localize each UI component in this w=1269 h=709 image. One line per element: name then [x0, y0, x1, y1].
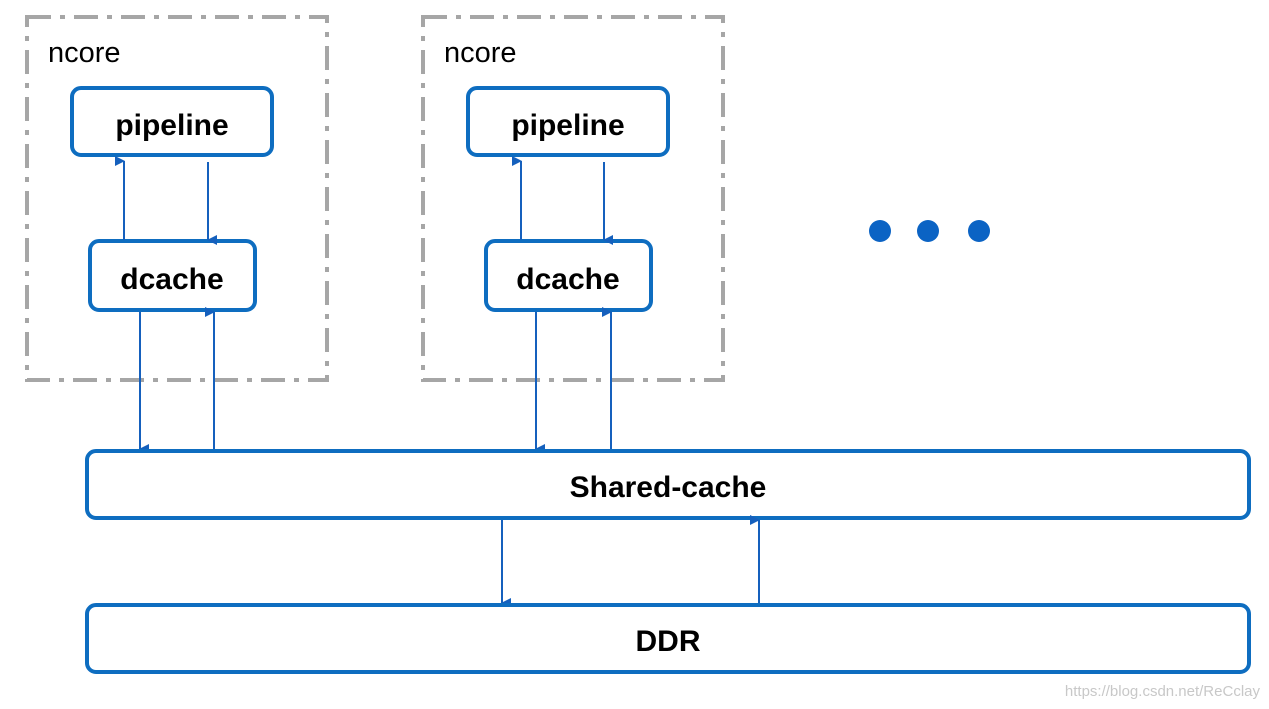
pipeline-box-2-label: pipeline — [511, 109, 624, 142]
ncore-group-1: ncore pipeline dcache — [25, 15, 329, 454]
shared-cache-label: Shared-cache — [570, 471, 767, 504]
dcache-box-1-label: dcache — [120, 263, 223, 296]
pipeline-box-2 — [466, 86, 670, 157]
ellipsis-dot — [968, 220, 990, 242]
shared-cache-box — [85, 449, 1251, 520]
ncore-group-2-label: ncore — [444, 37, 517, 69]
watermark-text: https://blog.csdn.net/ReCclay — [1065, 683, 1261, 700]
ellipsis-dots — [869, 220, 990, 242]
pipeline-box-1 — [70, 86, 274, 157]
dcache-box-1 — [88, 239, 257, 312]
pipeline-box-1-label: pipeline — [115, 109, 228, 142]
ellipsis-dot — [869, 220, 891, 242]
dcache-box-2 — [484, 239, 653, 312]
ncore-group-1-label: ncore — [48, 37, 121, 69]
ncore-group-2: ncore pipeline dcache — [421, 15, 725, 454]
ellipsis-dot — [917, 220, 939, 242]
ncore-group-2-border — [421, 15, 725, 382]
ncore-group-1-border — [25, 15, 329, 382]
ddr-label: DDR — [636, 625, 701, 658]
dcache-box-2-label: dcache — [516, 263, 619, 296]
ddr-box — [85, 603, 1251, 674]
